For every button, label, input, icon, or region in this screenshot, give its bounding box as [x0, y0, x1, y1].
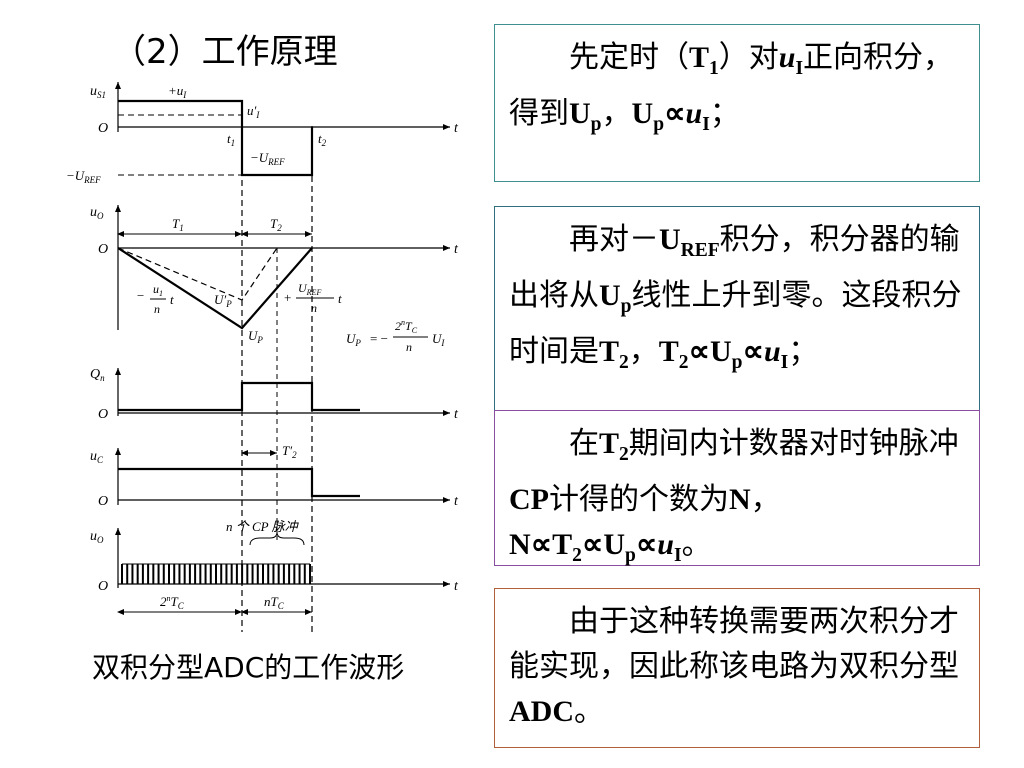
clock-pulse-train: [121, 563, 311, 584]
panel-uo-integrator: uO O t T1 T2 − u1 n t U′P UP + UREF n t …: [90, 205, 459, 354]
adc-waveform-diagram: uS1 +uI u′I O t t1 t2 −UREF −UREF uO O t…: [66, 82, 459, 632]
t-axis-label: t: [454, 242, 459, 257]
uref-num: UREF: [298, 281, 321, 297]
slope-label: −: [136, 288, 145, 303]
origin-label: O: [98, 494, 108, 509]
T2-label: T2: [270, 216, 282, 233]
figure-caption: 双积分型ADC的工作波形: [92, 651, 405, 684]
explanation-box-1: 先定时（T1）对uI正向积分，得到Up，Up∝uI；: [494, 24, 980, 182]
explanation-box-2: 再对－UREF积分，积分器的输出将从Up线性上升到零。这段积分时间是T2，T2∝…: [494, 206, 980, 412]
uc-ylabel: uC: [90, 449, 104, 465]
t-axis-label: t: [454, 407, 459, 422]
panel-us1: uS1 +uI u′I O t t1 t2 −UREF −UREF: [66, 82, 459, 185]
uref-t: t: [338, 291, 342, 306]
formula-u: UI: [432, 331, 445, 348]
plus-ui-label: +uI: [168, 83, 187, 100]
T1-label: T1: [172, 216, 184, 233]
origin-label: O: [98, 579, 108, 594]
up-label: UP: [248, 328, 263, 345]
t1-label: t1: [227, 131, 235, 148]
qn-waveform: [118, 381, 360, 412]
t2-label: t2: [318, 131, 327, 148]
panel-uc: T′2 uC O t: [90, 443, 459, 509]
slope-num: u1: [153, 282, 163, 298]
formula-den: n: [406, 340, 412, 354]
pulse-ylabel: uO: [90, 529, 104, 545]
span-nTc-label: nTC: [264, 594, 285, 611]
formula-num: 2nTC: [395, 318, 418, 335]
integrator-output-line: [117, 247, 313, 330]
origin-label: O: [98, 242, 108, 257]
t-axis-label: t: [454, 494, 459, 509]
origin-label: O: [98, 121, 108, 136]
uo-ylabel: uO: [90, 205, 104, 221]
formula-lhs: UP: [346, 331, 361, 348]
us1-ylabel: uS1: [90, 84, 106, 100]
integrator-output-dashed: [117, 247, 278, 301]
slope-den: n: [154, 302, 160, 316]
neg-uref-label: −UREF: [250, 150, 285, 167]
qn-ylabel: Qn: [90, 367, 105, 383]
pulse-brace: [249, 531, 305, 546]
uref-den: n: [311, 301, 317, 315]
explanation-box-3: 在T2期间内计数器对时钟脉冲CP计得的个数为N，N∝T2∝Up∝uI。: [494, 410, 980, 566]
span-2nTc-label: 2nTC: [160, 594, 185, 611]
panel-qn: Qn O t: [90, 367, 459, 422]
t-axis-label: t: [454, 579, 459, 594]
pulse-count-label: n 个 CP 脉冲: [226, 519, 300, 534]
plus-sign: +: [284, 290, 291, 305]
formula-eq: = −: [370, 331, 388, 346]
origin-label: O: [98, 407, 108, 422]
uprime-label: u′I: [247, 103, 260, 120]
section-title: （2）工作原理: [112, 32, 338, 72]
panel-uo-pulses: uO n 个 CP 脉冲 O t 2nTC nTC: [90, 519, 459, 615]
neg-uref-axis-label: −UREF: [66, 168, 101, 185]
uprime-p-label: U′P: [214, 292, 232, 309]
uc-waveform: [118, 467, 360, 498]
T2prime-label: T′2: [282, 443, 297, 460]
slope-t: t: [170, 292, 174, 307]
explanation-box-4: 由于这种转换需要两次积分才能实现，因此称该电路为双积分型ADC。: [494, 588, 980, 748]
t-axis-label: t: [454, 121, 459, 136]
